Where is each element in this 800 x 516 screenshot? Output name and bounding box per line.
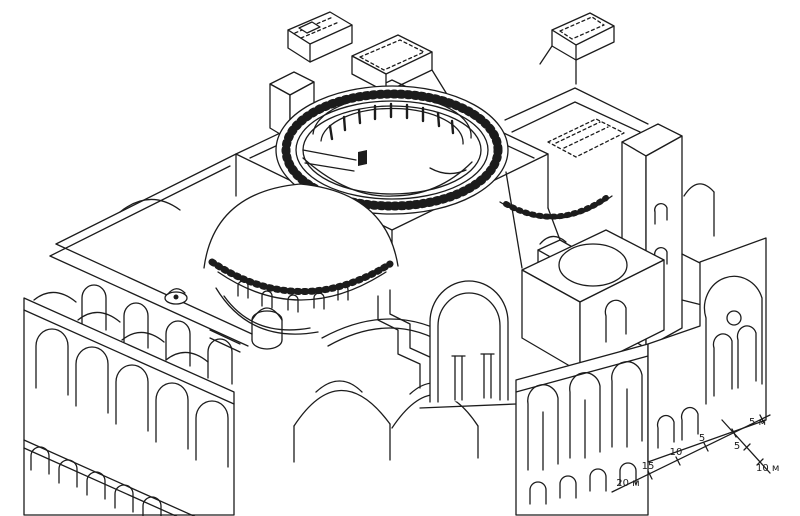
scale-label-5m-upper: 5 м — [749, 417, 766, 428]
ink-lines — [23, 11, 771, 516]
dark-accents — [173, 150, 367, 300]
south-arch — [419, 280, 517, 409]
se-facade — [515, 237, 767, 516]
scale-label-15: 15 — [642, 461, 655, 472]
ne-buttress-block — [504, 12, 649, 133]
scale-axes — [611, 414, 771, 493]
dome-interior — [302, 95, 473, 197]
scale-label-20m: 20 м — [616, 478, 639, 489]
stair-turret — [164, 288, 283, 350]
east-semidome — [499, 171, 613, 269]
scale-label-5: 5 — [699, 433, 705, 444]
central-vaults — [209, 289, 479, 463]
dome-ring — [275, 85, 509, 215]
scale-labels: 5 м 5 10 15 20 м 5 10 м — [616, 417, 779, 489]
west-semidome — [203, 183, 399, 335]
scale-label-5-right: 5 — [734, 441, 740, 452]
front-gallery-arcade — [23, 297, 235, 516]
scale-label-10: 10 — [670, 447, 683, 458]
rear-gallery-arcade — [33, 153, 253, 385]
scale-label-10m-right: 10 м — [756, 463, 779, 474]
